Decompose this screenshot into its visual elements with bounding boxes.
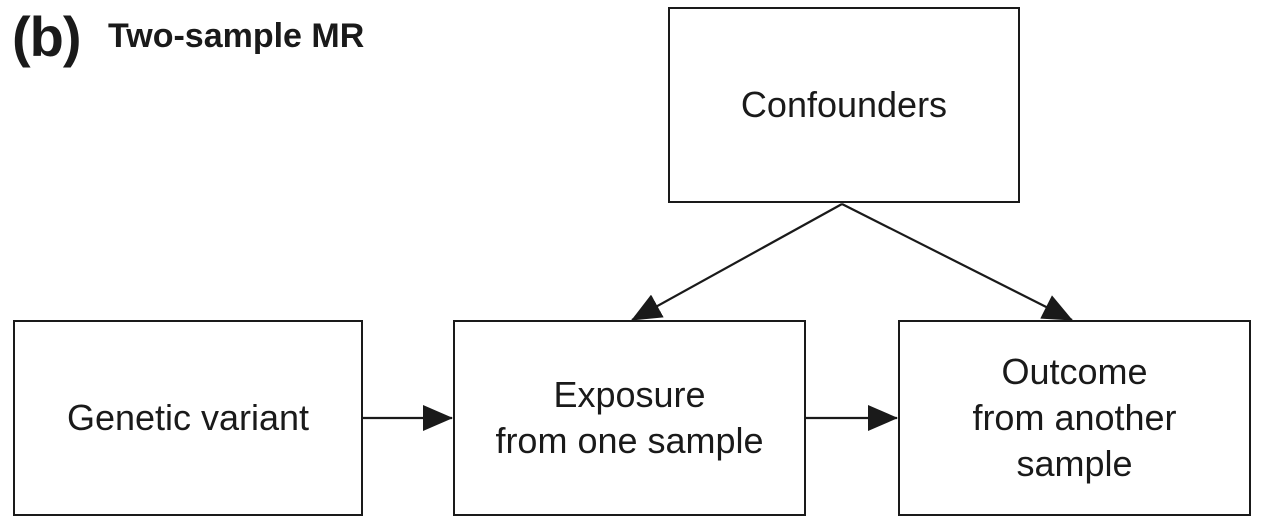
node-confounders-label: Confounders (740, 84, 948, 125)
edge-confounders-to-exposure (631, 203, 843, 321)
panel-label: (b) (12, 5, 82, 68)
edge-confounders-to-outcome (841, 203, 1073, 321)
node-confounders: Confounders (668, 7, 1020, 203)
node-outcome-label: Outcome from another sample (972, 351, 1177, 484)
panel-title: Two-sample MR (108, 17, 365, 55)
node-outcome: Outcome from another sample (898, 320, 1251, 516)
node-genetic-variant: Genetic variant (13, 320, 363, 516)
node-exposure: Exposure from one sample (453, 320, 806, 516)
node-exposure-label: Exposure from one sample (495, 374, 764, 461)
node-genetic-variant-label: Genetic variant (66, 397, 310, 438)
